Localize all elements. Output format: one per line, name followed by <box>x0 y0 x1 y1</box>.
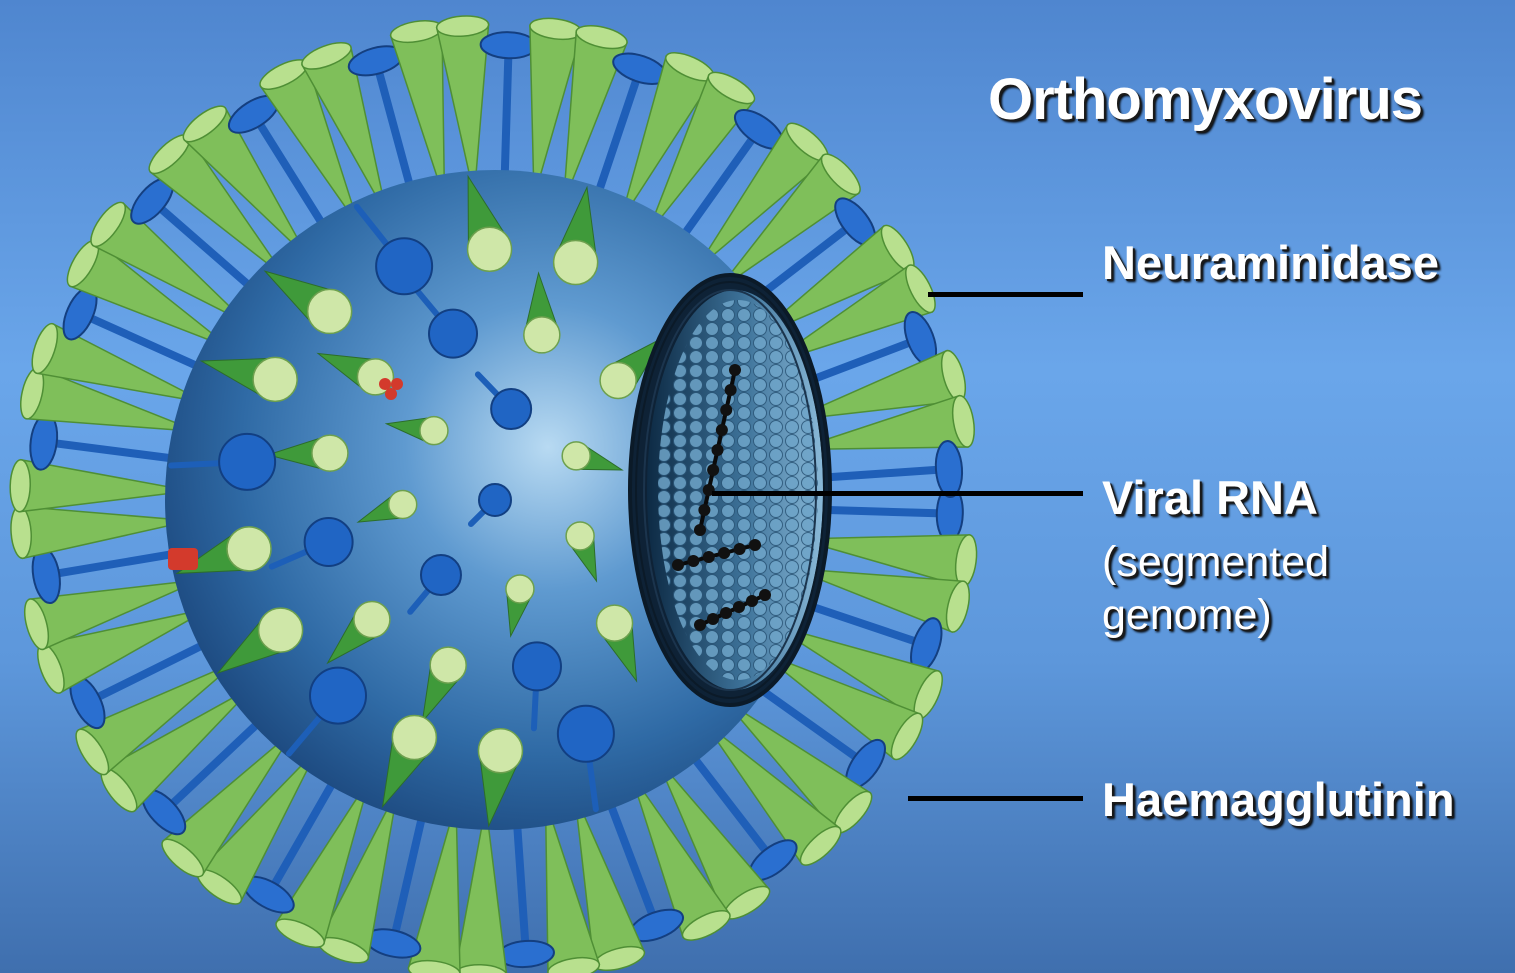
rna-bead <box>712 444 724 456</box>
leader-line-haemagglutinin <box>908 796 1083 801</box>
haemagglutinin-tip <box>392 715 436 759</box>
neuraminidase-head <box>479 484 511 516</box>
rna-bead <box>733 601 745 613</box>
rna-bead <box>698 504 710 516</box>
rna-bead <box>707 464 719 476</box>
rna-bead <box>694 619 706 631</box>
neuraminidase-head <box>558 706 614 762</box>
label-viral-rna: Viral RNA <box>1102 470 1318 525</box>
haemagglutinin-tip <box>430 647 466 683</box>
haemagglutinin-tip <box>312 435 348 471</box>
neuraminidase-head <box>219 434 275 490</box>
rna-bead <box>734 543 746 555</box>
neuraminidase-head <box>429 310 477 358</box>
haemagglutinin-tip <box>478 729 522 773</box>
label-viral-rna-subtitle: (segmented genome) <box>1102 536 1402 642</box>
rna-bead <box>725 384 737 396</box>
haemagglutinin-tip <box>389 491 417 519</box>
label-haemagglutinin: Haemagglutinin <box>1102 772 1455 827</box>
rna-bead <box>729 364 741 376</box>
neuraminidase-head <box>480 31 537 59</box>
haemagglutinin-spike <box>455 805 507 973</box>
rna-bead <box>672 559 684 571</box>
rna-bead <box>694 524 706 536</box>
haemagglutinin-tip <box>524 317 560 353</box>
haemagglutinin-tip <box>227 527 271 571</box>
haemagglutinin-tip <box>468 227 512 271</box>
leader-line-neuraminidase <box>928 292 1083 297</box>
rna-bead <box>749 539 761 551</box>
haemagglutinin-tip <box>420 417 448 445</box>
leader-line-viral-rna <box>712 491 1083 496</box>
neuraminidase-head <box>376 238 432 294</box>
haemagglutinin-tip <box>253 357 297 401</box>
haemagglutinin-tip <box>554 241 598 285</box>
rna-bead <box>718 547 730 559</box>
haemagglutinin-tip <box>308 289 352 333</box>
haemagglutinin-tip <box>506 575 534 603</box>
haemagglutinin-tip <box>597 605 633 641</box>
neuraminidase-head <box>934 440 964 498</box>
title: Orthomyxovirus <box>988 66 1422 133</box>
neuraminidase-head <box>513 642 561 690</box>
rna-bead <box>687 555 699 567</box>
cutaway-section <box>630 275 830 705</box>
rna-bead <box>720 607 732 619</box>
neuraminidase-head <box>421 555 461 595</box>
neuraminidase-head <box>305 518 353 566</box>
haemagglutinin-tip <box>562 442 590 470</box>
haemagglutinin-spike <box>391 27 445 199</box>
rna-bead <box>703 551 715 563</box>
rna-bead <box>759 589 771 601</box>
neuraminidase-head <box>491 389 531 429</box>
haemagglutinin-spike <box>19 506 190 558</box>
haemagglutinin-tip <box>354 602 390 638</box>
haemagglutinin-tip <box>259 608 303 652</box>
haemagglutinin-tip <box>600 362 636 398</box>
label-neuraminidase: Neuraminidase <box>1102 235 1439 290</box>
rna-bead <box>707 613 719 625</box>
rna-bead <box>720 404 732 416</box>
neuraminidase-head <box>310 668 366 724</box>
rna-bead <box>716 424 728 436</box>
haemagglutinin-tip <box>566 522 594 550</box>
rna-bead <box>746 595 758 607</box>
